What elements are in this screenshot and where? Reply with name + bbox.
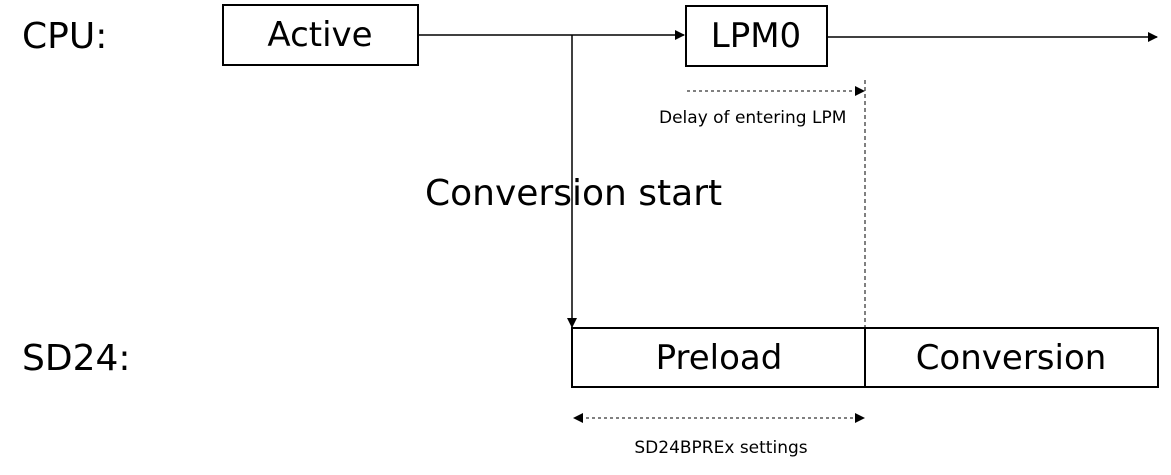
lpm-delay-label: Delay of entering LPM	[659, 108, 846, 128]
sd24-conversion-label: Conversion	[916, 338, 1107, 378]
sd24-row-label: SD24:	[22, 338, 131, 379]
sd24-conversion-state: Conversion	[864, 327, 1159, 388]
cpu-lpm0-label: LPM0	[711, 16, 801, 56]
cpu-active-label: Active	[267, 15, 372, 55]
cpu-lpm0-state: LPM0	[685, 5, 828, 67]
sd24-preload-label: Preload	[656, 338, 783, 378]
cpu-active-state: Active	[222, 4, 419, 66]
cpu-row-label: CPU:	[22, 16, 107, 57]
conversion-start-label: Conversion start	[425, 173, 722, 214]
sd24-preload-state: Preload	[571, 327, 866, 388]
preload-duration-label: SD24BPREx settings	[634, 438, 807, 458]
